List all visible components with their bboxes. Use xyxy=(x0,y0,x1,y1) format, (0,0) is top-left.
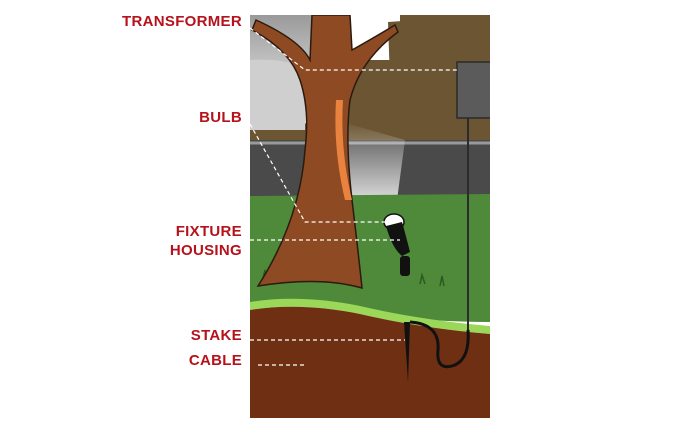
fixture-housing-label: FIXTURE HOUSING xyxy=(170,222,242,260)
bulb-leader xyxy=(249,123,390,223)
roof-left xyxy=(250,59,305,130)
cable xyxy=(409,320,470,369)
leader-lines xyxy=(249,27,458,366)
transformer-box xyxy=(456,61,490,119)
stake xyxy=(404,322,410,382)
transformer-label: TRANSFORMER xyxy=(122,13,242,30)
tree-trunk xyxy=(251,15,399,290)
fixture-housing-label-line1: FIXTURE xyxy=(175,223,242,240)
cable-label: CABLE xyxy=(188,352,242,369)
light-beam xyxy=(335,120,405,215)
soil xyxy=(250,306,490,418)
illustration-panel xyxy=(250,15,490,418)
fixture-base xyxy=(400,256,410,276)
stake-label: STAKE xyxy=(190,327,242,344)
transformer-leader xyxy=(249,27,458,71)
bulb-label: BULB xyxy=(199,109,242,126)
fixture-housing-label-line2: HOUSING xyxy=(169,242,242,259)
lawn-edge xyxy=(250,298,490,334)
fixture-housing xyxy=(386,222,410,256)
tree-highlight xyxy=(335,100,352,200)
